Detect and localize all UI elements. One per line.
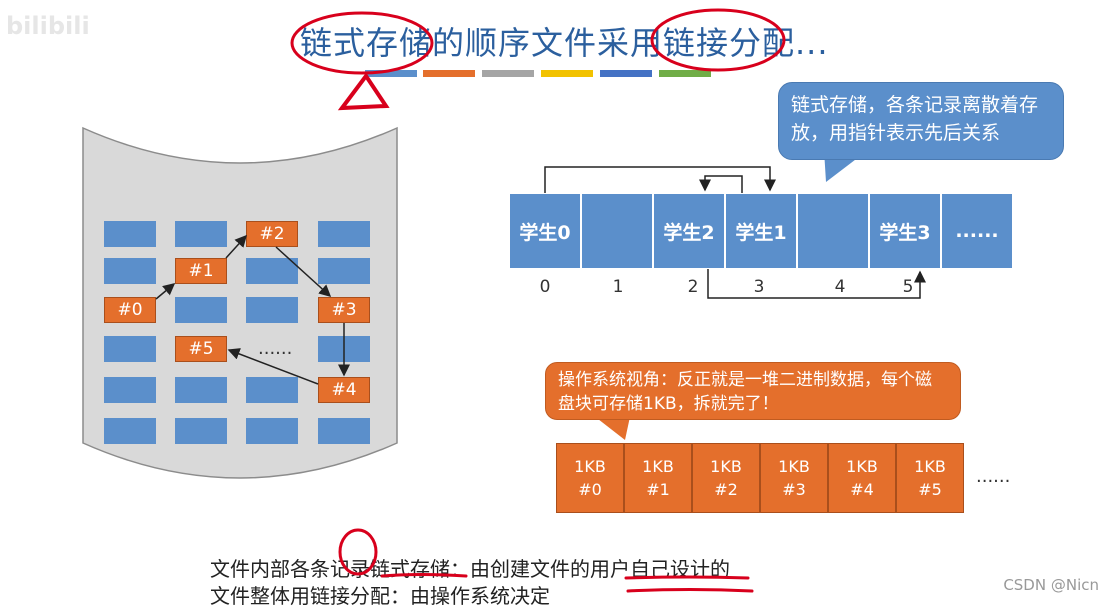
underline-annotation (382, 575, 466, 577)
circle-annotation-title-right (652, 10, 784, 70)
circle-annotation-note (340, 530, 376, 574)
circle-annotation-title-left (292, 13, 432, 73)
underline-annotation (626, 577, 748, 578)
underline-annotation (628, 590, 752, 592)
triangle-annotation (342, 76, 386, 108)
